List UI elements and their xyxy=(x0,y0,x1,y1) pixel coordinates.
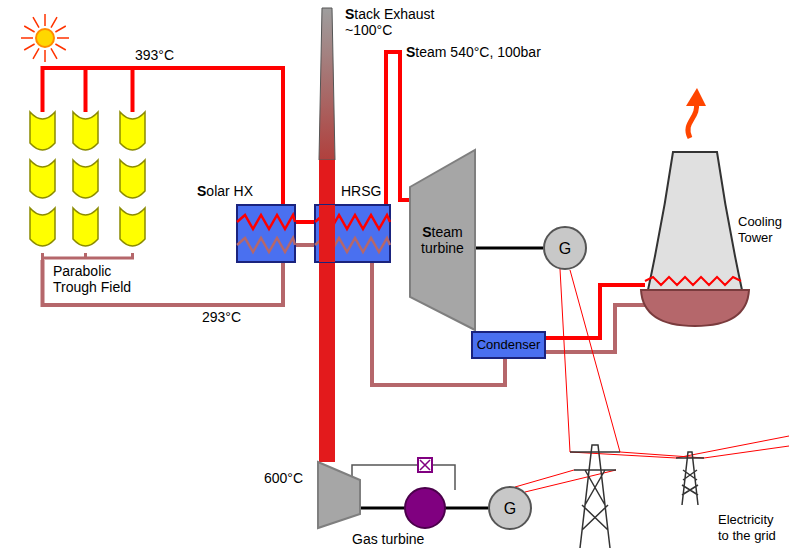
trough-collector xyxy=(120,112,145,150)
exchanger-body xyxy=(237,205,295,262)
trough-collector xyxy=(120,160,145,198)
node-label: G xyxy=(559,239,571,258)
turbine-body xyxy=(318,462,360,528)
steam-turbine: Steam turbine xyxy=(410,150,475,330)
cooling-tower-outline xyxy=(645,140,745,330)
vapour-arrow-head xyxy=(686,88,706,106)
generator-circle: G xyxy=(488,486,532,530)
stack-label: Stack Exhaust ~100°C xyxy=(345,6,445,38)
trough-collector xyxy=(120,208,145,246)
tower-basin xyxy=(641,290,749,326)
temperature-label: 600°C xyxy=(264,470,303,486)
gas-turbine-outline xyxy=(318,462,360,528)
trough-collector xyxy=(73,160,98,198)
node-label: G xyxy=(504,499,516,518)
cooling-return-pipe xyxy=(545,305,645,352)
trough-collector xyxy=(73,208,98,246)
node-label: HRSG xyxy=(341,183,381,199)
pipe-label: 393°C xyxy=(135,47,174,63)
turbine-shaft xyxy=(475,247,543,250)
solar-heat-exchanger: Solar HX xyxy=(237,205,295,262)
combustor-valve xyxy=(418,458,432,472)
pipe-label: Steam 540°C, 100bar xyxy=(406,44,541,60)
generator-body xyxy=(544,227,586,269)
hot-header-pipe xyxy=(43,68,133,112)
exchanger-body xyxy=(315,205,390,262)
spray-line xyxy=(645,277,741,285)
node-label: Gas turbine xyxy=(352,531,424,547)
node-label: Solar HX xyxy=(197,183,253,199)
grid-label: Electricity to the grid xyxy=(718,512,784,544)
node-label: Parabolic Trough Field xyxy=(53,263,145,295)
node-label: Steam turbine xyxy=(416,224,470,256)
cold-header-pipe xyxy=(41,253,134,260)
water-pipe xyxy=(295,243,315,247)
trough-collector xyxy=(73,112,98,150)
cooling-water-pipe xyxy=(545,285,645,338)
hrsg-box-outline xyxy=(315,205,390,262)
stack-top xyxy=(319,8,335,160)
hot-oil-pipe xyxy=(43,68,284,205)
trough-collector xyxy=(30,208,55,246)
pipe-label: 293°C xyxy=(202,309,241,325)
power-lines xyxy=(515,269,789,492)
live-steam-pipe xyxy=(386,52,410,205)
parabolic-trough-field: Parabolic Trough Field xyxy=(25,100,150,260)
pylon-symbol xyxy=(570,445,620,548)
stack-duct xyxy=(319,160,335,462)
turbine-body xyxy=(410,150,475,330)
compressor-symbol xyxy=(405,488,445,528)
pylon-symbol xyxy=(676,452,704,505)
generator-circle: G xyxy=(543,226,587,270)
trough-collector xyxy=(30,112,55,150)
trough-collector xyxy=(30,160,55,198)
water-coil xyxy=(237,238,295,252)
solar-heat-exchanger-outline xyxy=(237,205,295,262)
stack-duct xyxy=(319,205,335,262)
generator-body xyxy=(489,487,531,529)
solar-steam-pipe xyxy=(295,220,315,224)
sun-symbol xyxy=(21,14,69,62)
sun-rays xyxy=(21,14,69,62)
gas-turbine: Gas turbine xyxy=(318,462,360,528)
condenser-box: Condenser xyxy=(472,332,545,358)
tower-shell xyxy=(648,152,742,290)
cold-oil-pipe xyxy=(43,260,284,305)
cooling-tower: Cooling Tower xyxy=(645,140,745,330)
sun-disc xyxy=(36,29,54,47)
combustor-line xyxy=(352,465,455,490)
node-label: Cooling Tower xyxy=(738,214,788,246)
vapour-arrow xyxy=(688,102,697,138)
exchanger-body xyxy=(472,332,545,358)
parabolic-trough-field-outline xyxy=(25,100,150,260)
steam-coil xyxy=(237,215,295,229)
valve-cross xyxy=(420,460,430,470)
hrsg-box: HRSG xyxy=(315,205,390,262)
node-label: Condenser xyxy=(477,337,541,353)
